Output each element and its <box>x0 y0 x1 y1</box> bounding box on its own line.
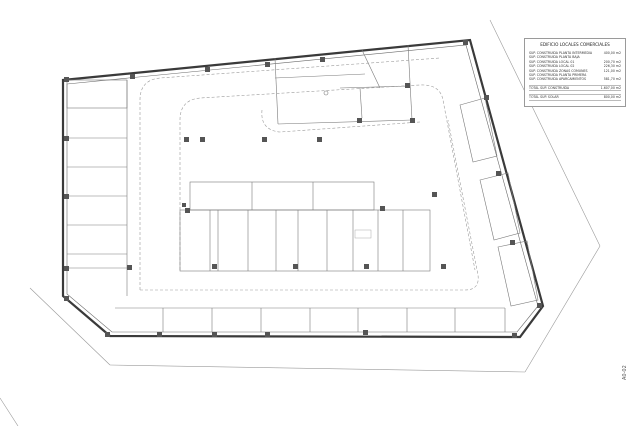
boundary-lines <box>0 19 601 426</box>
plan-code: A0-02 <box>622 365 628 380</box>
right-parking-bays <box>459 97 539 307</box>
legend-row-label: SUP. CONSTRUIDA PLANTA BAJA <box>529 55 580 60</box>
legend-total-built: TOTAL SUP. CONSTRUIDA 1.607,00 m2 <box>529 84 621 92</box>
total-plot-value: 800,00 m2 <box>603 95 621 100</box>
building-inner-outline <box>66 44 539 333</box>
legend-row: SUP. CONSTRUIDA LOCAL 01 200,70 m2 <box>529 60 621 64</box>
legend-row-label: SUP. CONSTRUIDA APARCAMIENTOS <box>529 77 587 82</box>
total-plot-label: TOTAL SUP. SOLAR <box>529 95 559 100</box>
legend-row-label: SUP. CONSTRUIDA LOCAL 01 <box>529 59 575 64</box>
building-outline <box>61 38 545 339</box>
legend-row-value: 581,70 m2 <box>603 77 621 82</box>
legend-row: SUP. CONSTRUIDA PLANTA INTERMEDIA 400,00… <box>529 51 621 55</box>
central-annotation <box>354 229 372 239</box>
structural-columns <box>64 40 542 338</box>
left-parking-bays <box>66 79 128 296</box>
ramp-paths <box>139 57 479 291</box>
total-built-label: TOTAL SUP. CONSTRUIDA <box>529 85 570 90</box>
legend-total-plot: TOTAL SUP. SOLAR 800,00 m2 <box>529 94 621 101</box>
legend-title: EDIFICIO LOCALES COMERCIALES <box>540 42 610 47</box>
legend-row-value: 121,00 m2 <box>603 68 621 73</box>
central-block <box>179 181 431 272</box>
legend-row-value: 400,00 m2 <box>603 51 621 55</box>
legend-row-label: SUP. CONSTRUIDA PLANTA INTERMEDIA <box>529 51 593 55</box>
surface-legend: EDIFICIO LOCALES COMERCIALES SUP. CONSTR… <box>524 38 626 107</box>
legend-row-value: 200,70 m2 <box>603 59 621 64</box>
legend-row-value: 226,30 m2 <box>603 64 621 69</box>
legend-row: SUP. CONSTRUIDA PLANTA BAJA <box>529 55 621 59</box>
legend-row-label: SUP. CONSTRUIDA LOCAL 02 <box>529 64 575 69</box>
legend-row: SUP. CONSTRUIDA APARCAMIENTOS 581,70 m2 <box>529 77 621 81</box>
legend-row-label: SUP. CONSTRUIDA ZONAS COMUNES <box>529 68 588 73</box>
total-built-value: 1.607,00 m2 <box>600 85 621 90</box>
legend-row: SUP. CONSTRUIDA PLANTA PRIMERA <box>529 73 621 77</box>
legend-row: SUP. CONSTRUIDA LOCAL 02 226,30 m2 <box>529 64 621 68</box>
legend-row-label: SUP. CONSTRUIDA PLANTA PRIMERA <box>529 73 587 78</box>
legend-row: SUP. CONSTRUIDA ZONAS COMUNES 121,00 m2 <box>529 69 621 73</box>
bottom-parking-bays <box>115 307 506 332</box>
top-rooms <box>274 44 413 125</box>
